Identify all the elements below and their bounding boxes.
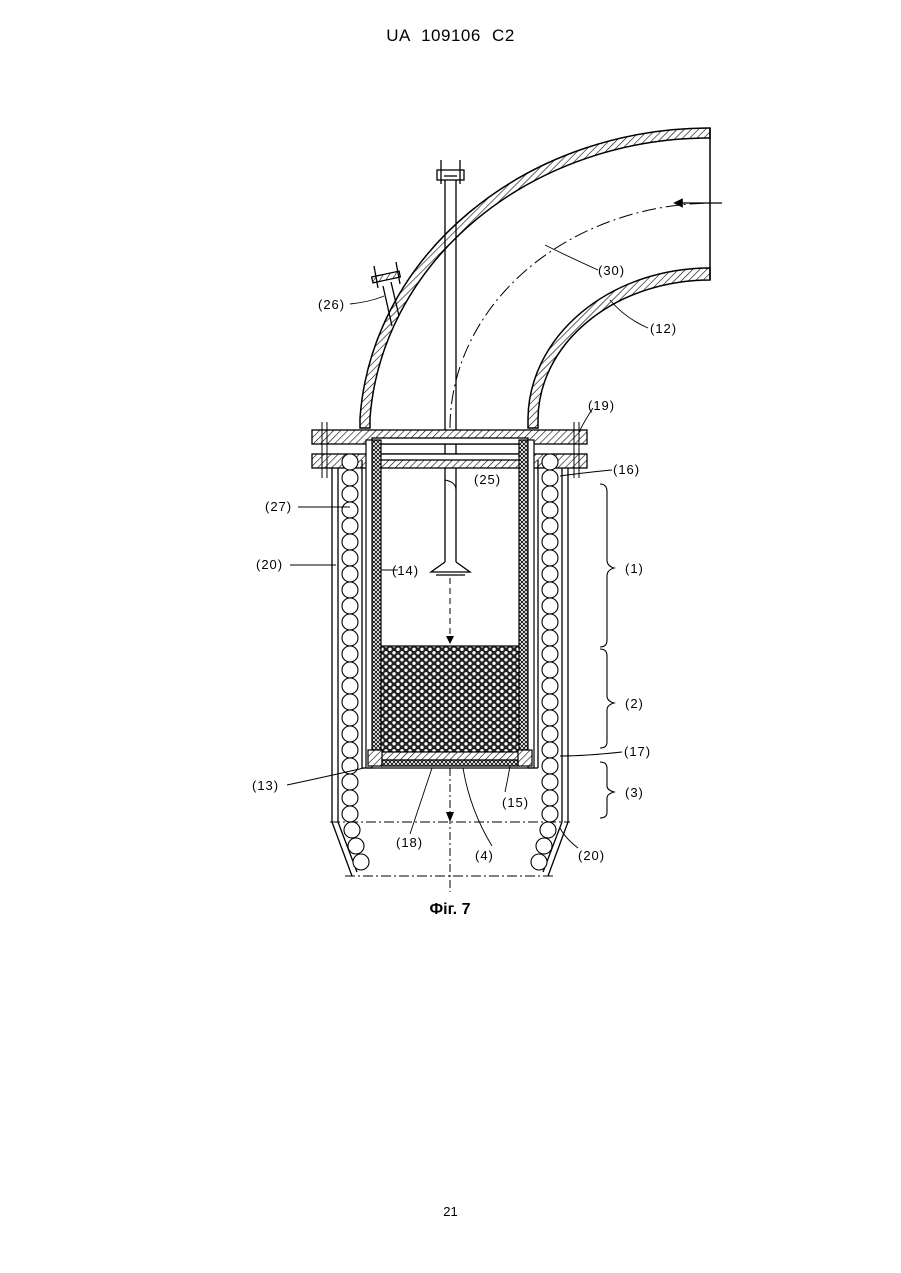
label-27: (27): [265, 499, 292, 514]
label-12: (12): [650, 321, 677, 336]
cooling-coil-left: [342, 454, 369, 870]
label-4: (4): [475, 848, 494, 863]
label-2: (2): [625, 696, 644, 711]
label-26: (26): [318, 297, 345, 312]
section-braces: [600, 484, 614, 818]
figure-caption: Фіг. 7: [430, 901, 471, 918]
label-14: (14): [392, 563, 419, 578]
label-25: (25): [474, 472, 501, 487]
label-18: (18): [396, 835, 423, 850]
label-13: (13): [252, 778, 279, 793]
label-3: (3): [625, 785, 644, 800]
label-20-lower: (20): [578, 848, 605, 863]
elbow-pipe: [360, 128, 715, 428]
label-30: (30): [598, 263, 625, 278]
outlet-arrow-head: [446, 812, 454, 822]
page-number: 21: [0, 1204, 901, 1219]
label-15: (15): [502, 795, 529, 810]
label-19: (19): [588, 398, 615, 413]
label-20-upper: (20): [256, 557, 283, 572]
cooling-coil-right: [531, 454, 558, 870]
label-1: (1): [625, 561, 644, 576]
label-16: (16): [613, 462, 640, 477]
label-17: (17): [624, 744, 651, 759]
